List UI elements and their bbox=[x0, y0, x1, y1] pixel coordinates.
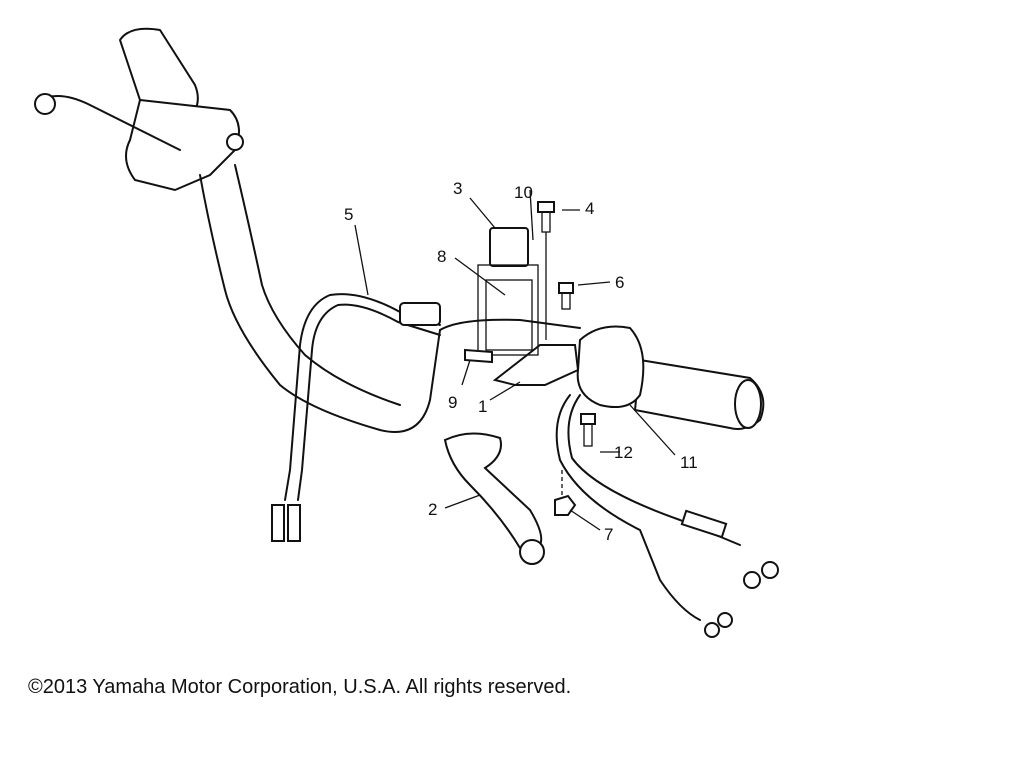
callout-3: 3 bbox=[453, 179, 462, 198]
callout-6: 6 bbox=[615, 273, 624, 292]
brake-lever bbox=[443, 432, 545, 565]
left-grip-assembly bbox=[34, 27, 244, 192]
handlebar-parts-diagram: 1 2 3 4 5 6 7 8 9 10 11 12 bbox=[34, 27, 779, 638]
callout-12: 12 bbox=[614, 443, 633, 462]
callout-2: 2 bbox=[428, 500, 437, 519]
copyright-notice: ©2013 Yamaha Motor Corporation, U.S.A. A… bbox=[28, 676, 572, 698]
cable-5 bbox=[271, 293, 441, 542]
right-switch-housing bbox=[576, 325, 765, 430]
callout-7: 7 bbox=[604, 525, 613, 544]
switch-harness bbox=[555, 394, 779, 638]
callout-4: 4 bbox=[585, 199, 594, 218]
handlebar-tube bbox=[199, 164, 581, 433]
callout-9: 9 bbox=[448, 393, 457, 412]
leader-lines bbox=[354, 189, 676, 531]
callout-8: 8 bbox=[437, 247, 446, 266]
lever-bracket bbox=[464, 227, 580, 386]
callout-1: 1 bbox=[478, 397, 487, 416]
callout-5: 5 bbox=[344, 205, 353, 224]
callout-11: 11 bbox=[680, 453, 698, 472]
callout-10: 10 bbox=[514, 183, 533, 202]
fasteners bbox=[537, 201, 596, 516]
callout-labels: 1 2 3 4 5 6 7 8 9 10 11 12 bbox=[344, 179, 698, 544]
